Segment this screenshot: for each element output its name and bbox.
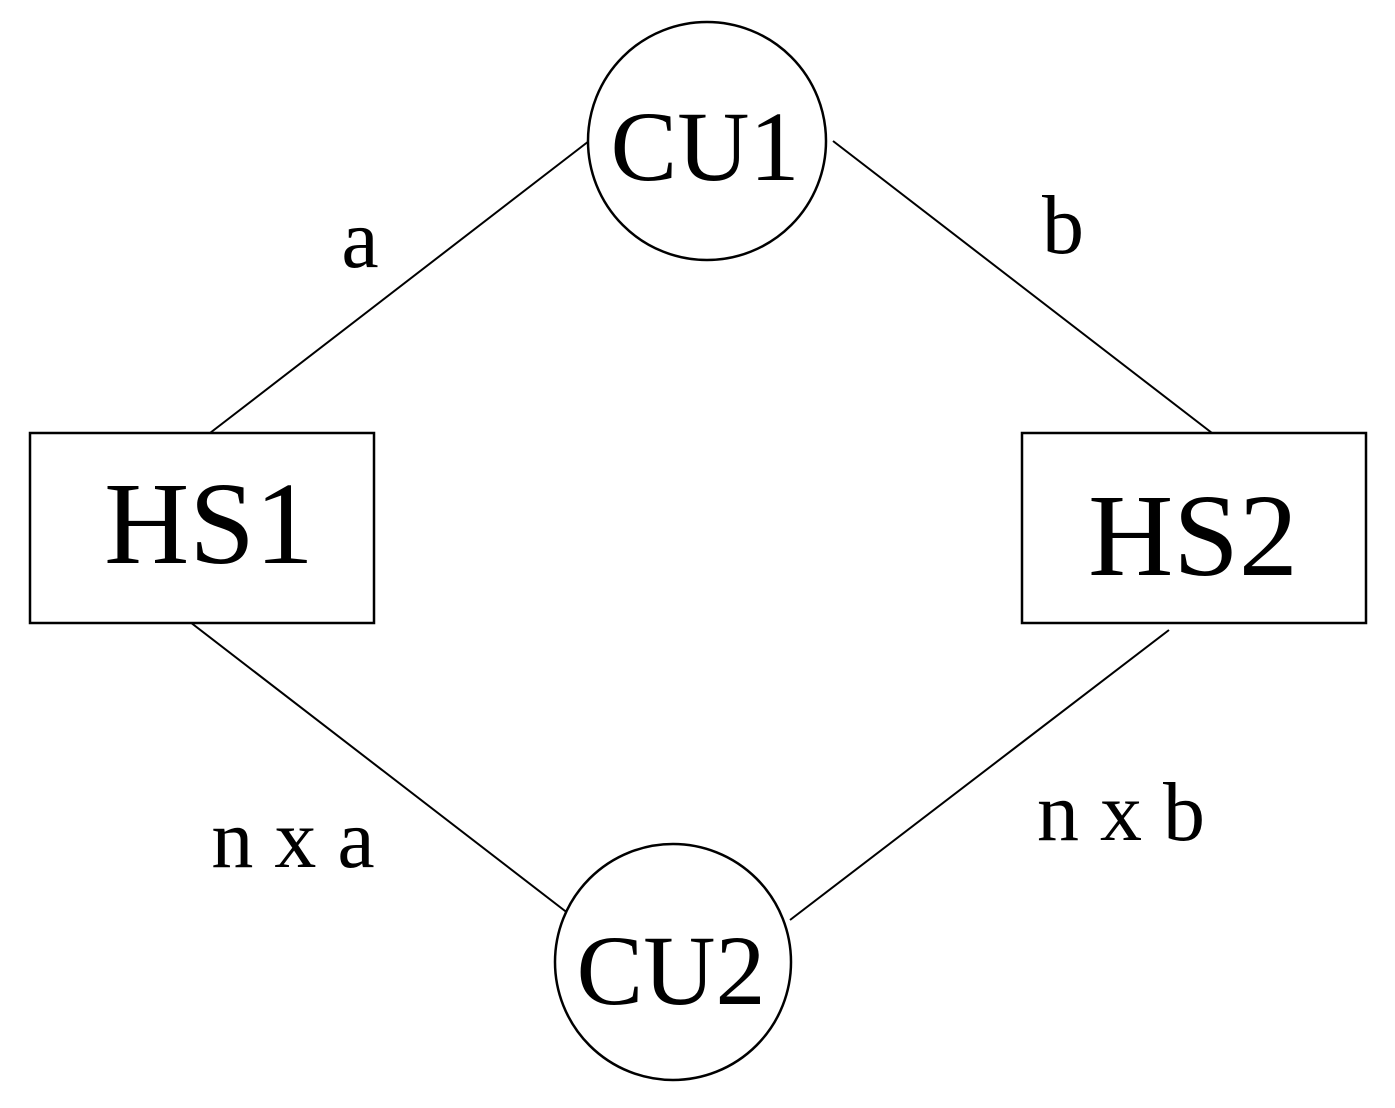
node-hs1-box [28, 431, 376, 625]
node-cu2-label: CU2 [577, 915, 766, 1026]
edge-label-hs1-cu1: a [341, 193, 378, 286]
edge-cu2-hs2 [789, 629, 1170, 921]
node-hs2-label: HS2 [1088, 470, 1298, 601]
node-hs1-label: HS1 [104, 458, 314, 589]
edge-cu1-hs2 [832, 140, 1213, 434]
node-cu2: CU2 [553, 842, 793, 1082]
node-cu1-circle [586, 20, 828, 262]
edge-label-cu2-hs2: n x b [1037, 766, 1205, 859]
node-hs2-box [1020, 431, 1368, 625]
edge-label-cu1-hs2: b [1042, 179, 1084, 272]
node-cu2-circle [553, 842, 793, 1082]
node-hs2: HS2 [1020, 431, 1368, 625]
node-cu1-label: CU1 [611, 91, 800, 202]
node-cu1: CU1 [586, 20, 828, 262]
edge-hs1-cu2 [189, 621, 570, 915]
node-hs1: HS1 [28, 431, 376, 625]
edge-hs1-cu1 [209, 140, 590, 434]
edge-label-hs1-cu2: n x a [211, 793, 374, 886]
